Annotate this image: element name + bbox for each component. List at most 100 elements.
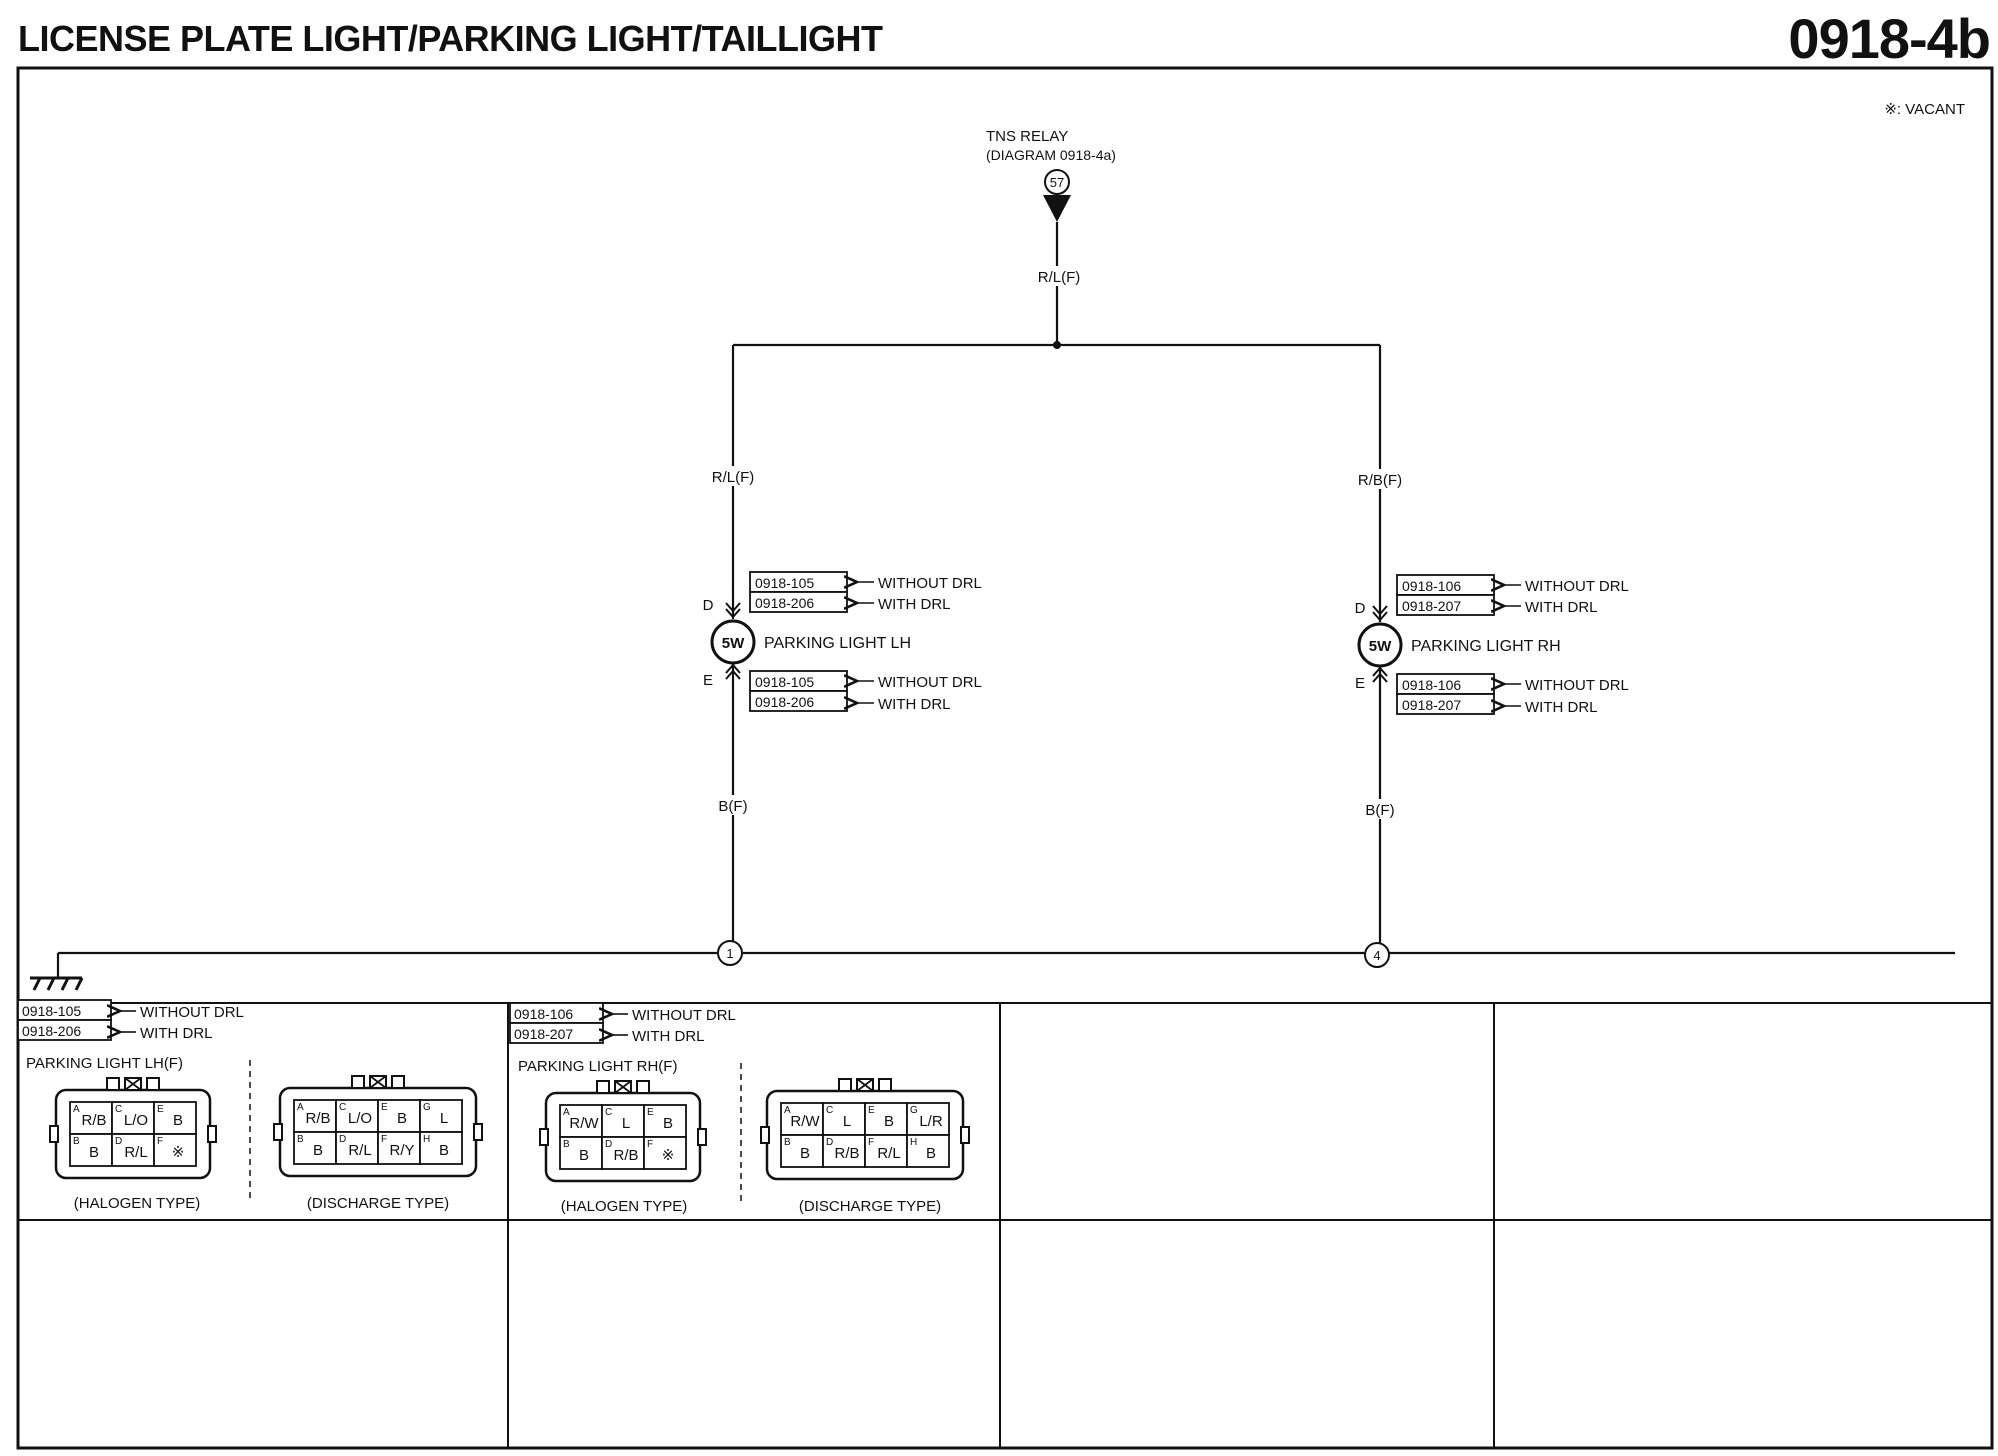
- pin-cell: [335, 1099, 379, 1133]
- connector-code: 0918-105: [755, 575, 814, 591]
- page-frame: [16, 66, 1994, 1450]
- wire-label-lh-top: R/L(F): [712, 469, 755, 486]
- relay-arrow-icon: [1043, 195, 1071, 222]
- pin-wire-color: B: [926, 1145, 936, 1162]
- pin-letter: A: [297, 1102, 304, 1113]
- pin-wire-color: B: [313, 1142, 323, 1159]
- pin-wire-color: L: [843, 1113, 851, 1130]
- ground-point-circle: [717, 940, 743, 966]
- parking-light-lh: 5W PARKING LIGHT LH D E 0918-105 0918-20…: [703, 571, 982, 966]
- wire-label-lh-bottom: B(F): [718, 798, 747, 815]
- pin-cell: [335, 1131, 379, 1165]
- terminal-e: E: [703, 672, 713, 689]
- lock-tab-icon: [878, 1078, 892, 1092]
- pin-wire-color: B: [800, 1145, 810, 1162]
- pin-letter: E: [868, 1105, 875, 1116]
- lock-cross-icon: [369, 1075, 387, 1089]
- pin-letter: C: [605, 1107, 612, 1118]
- pin-cell: [822, 1134, 866, 1168]
- pin-letter: D: [115, 1136, 122, 1147]
- drl-note: WITHOUT DRL: [140, 1004, 244, 1021]
- pin-cell: [864, 1134, 908, 1168]
- pin-wire-color: R/B: [305, 1110, 330, 1127]
- pin-wire-color: B: [663, 1115, 673, 1132]
- connector-side-tab: [960, 1126, 970, 1144]
- pin-cell: [111, 1133, 155, 1167]
- pin-cell: [906, 1102, 950, 1136]
- connector-side-tab: [539, 1128, 549, 1146]
- pin-letter: F: [381, 1134, 387, 1145]
- connector-code: 0918-106: [514, 1006, 573, 1022]
- pin-letter: F: [647, 1139, 653, 1150]
- connector-code: 0918-106: [1402, 578, 1461, 594]
- drl-note: WITH DRL: [878, 696, 951, 713]
- connector-ref-top: 0918-106 0918-207 WITHOUT DRL WITH DRL: [1396, 574, 1629, 616]
- component-name: PARKING LIGHT RH: [1411, 638, 1561, 655]
- pin-cell: [419, 1131, 463, 1165]
- pin-letter: E: [647, 1107, 654, 1118]
- connector-code: 0918-206: [755, 595, 814, 611]
- drl-note: WITH DRL: [1525, 599, 1598, 616]
- connector-ref-bottom: 0918-105 0918-206 WITHOUT DRL WITH DRL: [749, 670, 982, 713]
- pin-wire-color: R/Y: [389, 1142, 414, 1159]
- pin-cell: [153, 1101, 197, 1135]
- connector-code: 0918-207: [1402, 697, 1461, 713]
- pin-cell: [601, 1136, 645, 1170]
- pin-letter: A: [73, 1104, 80, 1115]
- pin-wire-color: ※: [662, 1147, 675, 1164]
- pin-cell: [559, 1104, 603, 1138]
- ground-point: 4: [1373, 948, 1380, 963]
- lock-cross-icon: [614, 1080, 632, 1094]
- pin-letter: C: [115, 1104, 122, 1115]
- connector-ref-top: 0918-105 0918-206 WITHOUT DRL WITH DRL: [749, 571, 982, 613]
- lock-tab-icon: [106, 1077, 120, 1091]
- pin-wire-color: R/W: [790, 1113, 820, 1130]
- connector-code: 0918-106: [1402, 677, 1461, 693]
- drl-note: WITH DRL: [140, 1025, 213, 1042]
- drl-note: WITH DRL: [1525, 699, 1598, 716]
- pin-letter: A: [563, 1107, 570, 1118]
- connector-code: 0918-105: [755, 674, 814, 690]
- pin-wire-color: B: [397, 1110, 407, 1127]
- pin-letter: C: [339, 1102, 346, 1113]
- pin-wire-color: B: [439, 1142, 449, 1159]
- pin-letter: F: [868, 1137, 874, 1148]
- relay-ref: (DIAGRAM 0918-4a): [986, 147, 1116, 163]
- pin-cell: [780, 1102, 824, 1136]
- pin-wire-color: R/B: [834, 1145, 859, 1162]
- connector-code: 0918-207: [514, 1026, 573, 1042]
- connector-type-label: (DISCHARGE TYPE): [799, 1198, 941, 1215]
- wire-label-rh-bottom: B(F): [1365, 802, 1394, 819]
- wire-label-relay: R/L(F): [1038, 269, 1081, 286]
- pin-wire-color: L: [440, 1110, 448, 1127]
- pin-letter: E: [157, 1104, 164, 1115]
- lock-tab-icon: [838, 1078, 852, 1092]
- connector-code: 0918-206: [755, 694, 814, 710]
- relay-terminal-circle: [1044, 169, 1070, 195]
- pin-cell: [906, 1134, 950, 1168]
- relay-terminal: 57: [1050, 175, 1064, 190]
- pin-cell: [111, 1101, 155, 1135]
- splice-point: [1053, 341, 1061, 349]
- lock-tab-icon: [391, 1075, 405, 1089]
- connector-type-label: (DISCHARGE TYPE): [307, 1195, 449, 1212]
- panel-title: PARKING LIGHT LH(F): [26, 1055, 183, 1072]
- pin-wire-color: B: [173, 1112, 183, 1129]
- lock-tab-icon: [351, 1075, 365, 1089]
- ground-icon: [30, 976, 84, 991]
- pin-wire-color: R/B: [613, 1147, 638, 1164]
- connector-type-label: (HALOGEN TYPE): [74, 1195, 200, 1212]
- drl-note: WITH DRL: [632, 1028, 705, 1045]
- lock-tab-icon: [146, 1077, 160, 1091]
- pin-letter: A: [784, 1105, 791, 1116]
- pin-wire-color: B: [89, 1144, 99, 1161]
- pin-cell: [377, 1131, 421, 1165]
- vacant-legend: ※: VACANT: [1884, 101, 1965, 118]
- pin-wire-color: L/O: [348, 1110, 372, 1127]
- pin-wire-color: ※: [172, 1144, 185, 1161]
- panel-parking-light-rh: 0918-106 0918-207 WITHOUT DRL WITH DRL P…: [509, 1002, 970, 1215]
